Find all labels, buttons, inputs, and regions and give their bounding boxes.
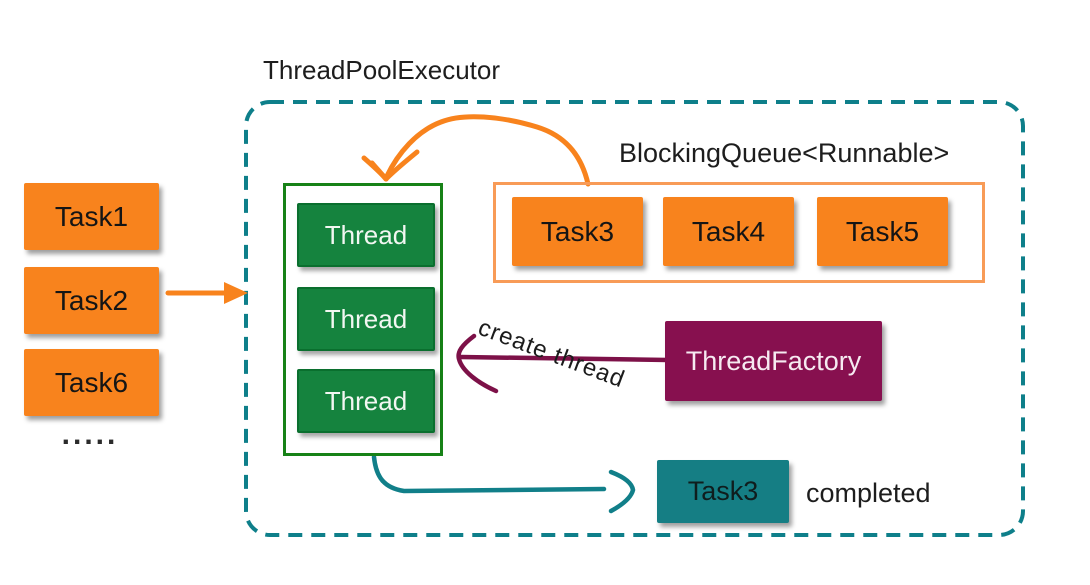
thread-3: Thread — [297, 369, 435, 433]
pending-task-2: Task2 — [24, 267, 159, 334]
completed-task-box: Task3 — [657, 460, 789, 523]
completed-caption: completed — [806, 478, 931, 508]
more-tasks-ellipsis: ..... — [61, 418, 119, 451]
queue-to-pool-arrow — [361, 114, 591, 187]
thread-2: Thread — [297, 287, 435, 351]
blocking-queue-frame — [493, 182, 985, 283]
queued-task-4: Task4 — [663, 197, 794, 266]
pending-task-1: Task1 — [24, 183, 159, 250]
pending-task-6: Task6 — [24, 349, 159, 416]
blocking-queue-label: BlockingQueue<Runnable> — [619, 138, 950, 168]
diagram-title: ThreadPoolExecutor — [263, 55, 501, 85]
queued-task-5: Task5 — [817, 197, 948, 266]
thread-1: Thread — [297, 203, 435, 267]
thread-factory-box: ThreadFactory — [665, 321, 882, 401]
queued-task-3: Task3 — [512, 197, 643, 266]
task-submit-arrow — [165, 282, 248, 304]
thread-pool-frame — [283, 183, 443, 456]
create-thread-label: create thread — [474, 314, 629, 394]
completed-arrow — [371, 454, 636, 514]
